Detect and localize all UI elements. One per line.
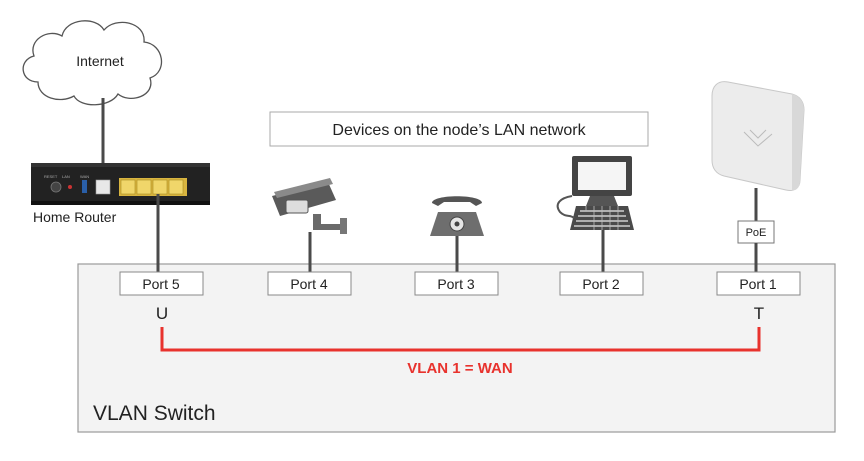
port-1: Port 1	[716, 271, 801, 296]
lan-network-box	[269, 111, 649, 147]
router-panel-label: LAN	[62, 174, 70, 179]
port-label: Port 3	[437, 276, 475, 292]
port-label: Port 4	[290, 276, 328, 292]
port-label: Port 1	[739, 276, 777, 292]
router-panel-label: RESET	[44, 174, 58, 179]
port-5: Port 5	[119, 271, 204, 296]
camera-icon	[272, 178, 347, 234]
cloud-label: Internet	[76, 53, 124, 69]
port1-tagged-label: T	[754, 304, 764, 323]
router-wan-port	[95, 179, 111, 195]
port5-untagged-label: U	[156, 304, 168, 323]
vlan-line	[160, 327, 761, 352]
router-panel-label: WAN	[80, 174, 89, 179]
access-point-icon	[711, 81, 805, 191]
port-label: Port 5	[142, 276, 180, 292]
poe-label: PoE	[746, 227, 767, 239]
home-router: RESET LAN WAN	[31, 163, 210, 205]
router-label: Home Router	[33, 209, 117, 225]
computer-icon	[556, 156, 634, 230]
phone-icon	[430, 196, 484, 236]
port-4: Port 4	[267, 271, 352, 296]
port-2: Port 2	[559, 271, 644, 296]
port-3: Port 3	[414, 271, 499, 296]
internet-cloud: Internet	[22, 20, 163, 106]
port-label: Port 2	[582, 276, 620, 292]
vlan-label: VLAN 1 = WAN	[407, 360, 512, 377]
switch-label: VLAN Switch	[93, 402, 216, 425]
lan-network-label: Devices on the node’s LAN network	[332, 122, 586, 139]
router-lan-ports	[119, 178, 187, 196]
